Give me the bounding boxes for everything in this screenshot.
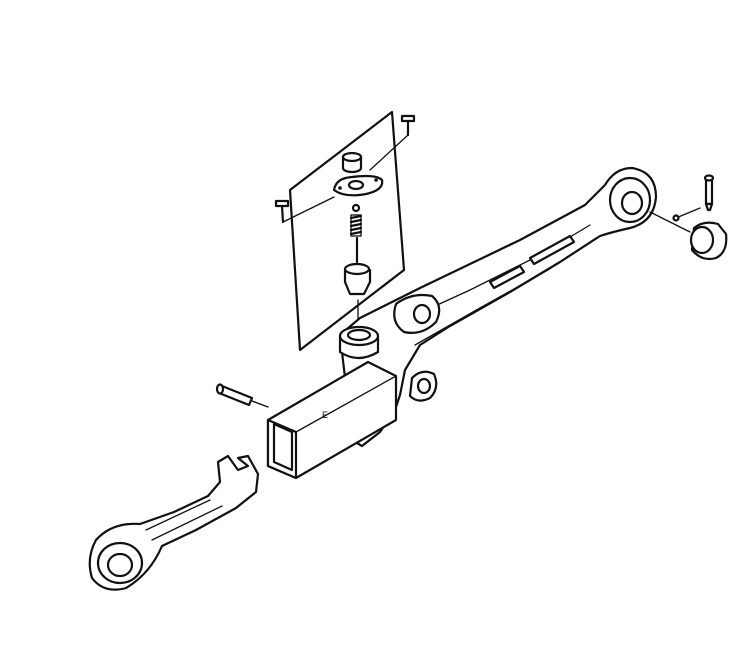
part-marking-label: E (322, 410, 328, 420)
coil-spring (349, 214, 363, 237)
plunger (343, 236, 372, 296)
pivot-pin (703, 174, 715, 212)
hook-end-link (88, 454, 260, 591)
spring-plate (332, 174, 384, 197)
detent-ball (351, 203, 361, 213)
box-section-socket: E (266, 360, 398, 480)
linch-pin (672, 207, 701, 222)
retaining-screw-left (274, 196, 335, 224)
exploded-panel (288, 110, 406, 352)
end-bushing (649, 211, 728, 261)
rubber-buffer (341, 151, 363, 174)
lower-link-arm (338, 166, 658, 448)
cross-pin (215, 383, 269, 408)
retaining-screw-right (369, 114, 416, 171)
